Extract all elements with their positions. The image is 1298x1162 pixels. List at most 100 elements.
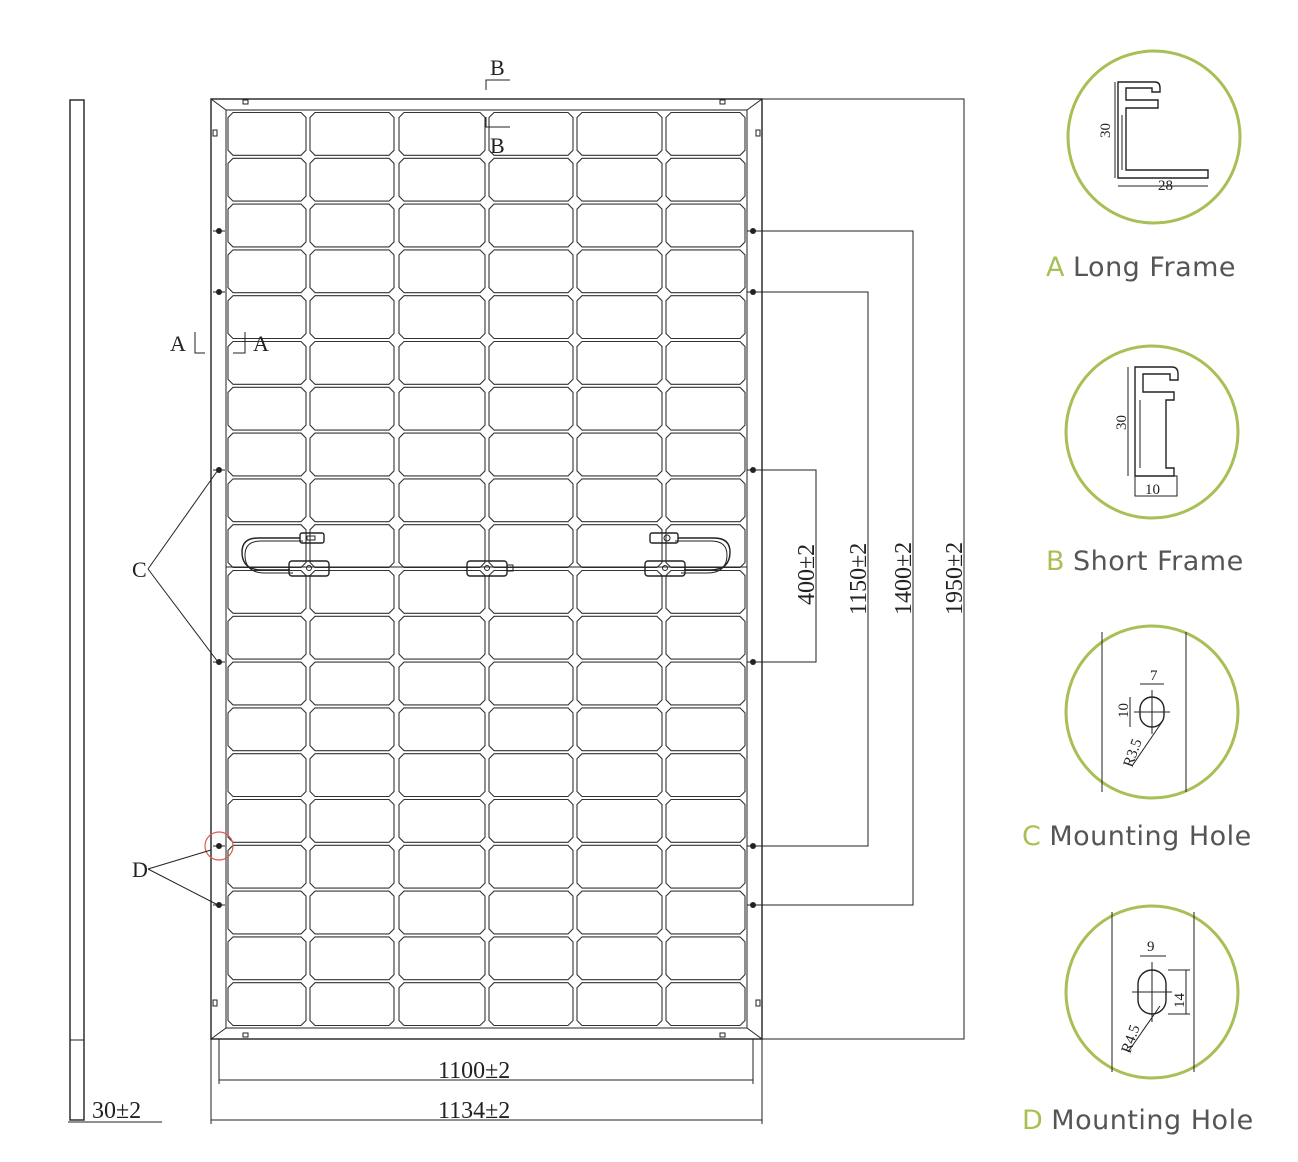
solar-cell <box>576 111 663 156</box>
solar-cell <box>309 386 395 431</box>
solar-cell <box>398 111 486 156</box>
solar-cell <box>227 111 307 156</box>
solar-cell <box>227 478 307 523</box>
solar-cell <box>488 249 574 294</box>
svg-text:A: A <box>170 331 186 356</box>
solar-cell <box>576 432 663 477</box>
solar-cell <box>576 157 663 202</box>
solar-cell <box>227 340 307 385</box>
junction-box-right <box>644 560 686 577</box>
solar-cell <box>309 615 395 660</box>
svg-text:R4.5: R4.5 <box>1119 1023 1144 1056</box>
svg-text:9: 9 <box>1147 939 1155 955</box>
solar-cell <box>309 111 395 156</box>
solar-cell <box>309 844 395 889</box>
solar-cell <box>227 157 307 202</box>
solar-cell <box>488 478 574 523</box>
hole-spacing-inner-label: 1150±2 <box>846 543 872 615</box>
detail-c-title: Mounting Hole <box>1049 821 1252 852</box>
solar-cell <box>309 982 395 1027</box>
solar-cell <box>665 753 746 798</box>
svg-text:D: D <box>132 857 148 882</box>
solar-cell <box>665 386 746 431</box>
highlight-circle <box>204 831 234 861</box>
solar-cell <box>227 661 307 706</box>
callout-d: D <box>132 831 234 906</box>
solar-cell <box>665 615 746 660</box>
solar-cell <box>227 203 307 248</box>
solar-cell <box>488 982 574 1027</box>
section-marker-a: A A <box>170 331 269 356</box>
svg-text:28: 28 <box>1158 178 1173 194</box>
solar-cell <box>488 661 574 706</box>
solar-cell <box>227 569 307 614</box>
svg-text:R3.5: R3.5 <box>1121 737 1146 770</box>
detail-d-title: Mounting Hole <box>1051 1105 1254 1136</box>
detail-d-letter: D <box>1022 1105 1044 1136</box>
svg-text:10: 10 <box>1116 703 1132 718</box>
solar-cell <box>309 340 395 385</box>
svg-text:14: 14 <box>1172 993 1188 1009</box>
solar-cell <box>227 707 307 752</box>
junction-box-left <box>288 560 330 577</box>
hole-spacing-outer-label: 1400±2 <box>891 542 917 615</box>
solar-cell <box>398 249 486 294</box>
solar-cell <box>665 249 746 294</box>
section-marker-b: B B <box>485 55 510 158</box>
solar-cell <box>576 982 663 1027</box>
solar-cell <box>488 936 574 981</box>
solar-cell <box>309 753 395 798</box>
detail-a-letter: A <box>1046 252 1065 283</box>
solar-cell <box>398 798 486 843</box>
solar-cell <box>309 661 395 706</box>
detail-a-title: Long Frame <box>1072 252 1237 283</box>
svg-text:10: 10 <box>1145 482 1160 498</box>
mount-width-label: 1100±2 <box>438 1058 510 1084</box>
solar-cell <box>488 753 574 798</box>
solar-cell <box>576 569 663 614</box>
svg-text:A: A <box>253 331 269 356</box>
svg-text:30: 30 <box>1098 123 1114 138</box>
solar-cell <box>398 203 486 248</box>
solar-cell <box>227 615 307 660</box>
connector-right <box>649 532 679 544</box>
solar-cell <box>398 753 486 798</box>
solar-cell <box>398 478 486 523</box>
detail-b-short-frame: 30 10 <box>1064 344 1240 520</box>
detail-c-letter: C <box>1022 821 1042 852</box>
solar-cell <box>227 753 307 798</box>
solar-cell <box>576 295 663 340</box>
solar-cell <box>488 890 574 935</box>
solar-cell <box>309 203 395 248</box>
solar-cell <box>665 982 746 1027</box>
solar-cell <box>576 249 663 294</box>
solar-cell <box>488 798 574 843</box>
total-width-label: 1134±2 <box>438 1098 510 1124</box>
solar-cell <box>227 982 307 1027</box>
panel-frame <box>210 98 763 1040</box>
solar-cell <box>398 157 486 202</box>
solar-cell <box>227 386 307 431</box>
solar-cell <box>227 432 307 477</box>
solar-cell <box>398 707 486 752</box>
solar-cell <box>227 295 307 340</box>
hole-spacing-c-label: 400±2 <box>794 544 820 605</box>
solar-cell <box>488 157 574 202</box>
solar-cell <box>488 707 574 752</box>
solar-cell <box>309 295 395 340</box>
solar-cell <box>576 478 663 523</box>
solar-cell <box>665 890 746 935</box>
solar-cell <box>309 157 395 202</box>
solar-cell <box>665 707 746 752</box>
svg-text:30: 30 <box>1114 415 1130 430</box>
solar-cell <box>488 615 574 660</box>
solar-cell <box>665 203 746 248</box>
connector-left <box>299 532 325 544</box>
solar-cell <box>665 157 746 202</box>
callout-c: C <box>132 469 219 663</box>
solar-cell <box>488 111 574 156</box>
solar-cell <box>398 615 486 660</box>
